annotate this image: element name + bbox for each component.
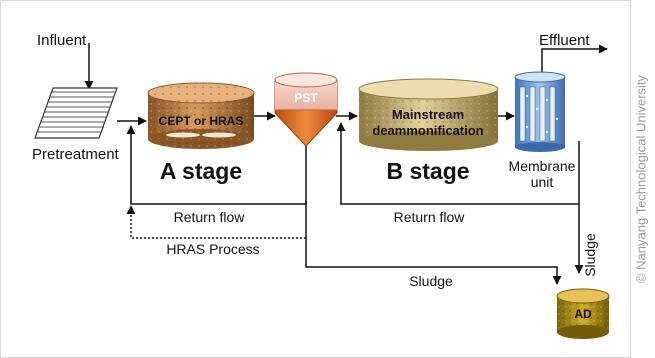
sludge-bottom-line — [305, 201, 562, 285]
pst-label: PST — [294, 91, 318, 105]
b-stage-label: B stage — [386, 158, 469, 184]
membrane-label-line1: Membrane — [509, 158, 576, 174]
pst-clarifier — [274, 72, 338, 147]
cept-hras-tank — [147, 82, 255, 149]
return-flow-a-label: Return flow — [174, 209, 246, 225]
sludge-side-label: Sludge — [582, 233, 598, 277]
hras-process-label: HRAS Process — [166, 241, 259, 257]
return-flow-b-line — [336, 122, 579, 205]
ad-label: AD — [574, 307, 592, 321]
cept-hras-label: CEPT or HRAS — [159, 114, 244, 128]
copyright-credit: © Nanyang Technological University — [633, 74, 649, 284]
return-flow-b-label: Return flow — [394, 209, 466, 225]
effluent-label: Effluent — [539, 32, 590, 49]
b-reactor-label-line1: Mainstream — [392, 107, 464, 122]
ad-digester — [556, 288, 610, 339]
return-flow-a-line — [126, 125, 307, 205]
influent-label: Influent — [37, 32, 87, 49]
sludge-bottom-label: Sludge — [409, 273, 453, 289]
membrane-label-line2: unit — [531, 174, 554, 190]
b-reactor-label-line2: deammonification — [372, 123, 483, 138]
deammonification-tank — [358, 78, 499, 151]
flow-lines — [84, 43, 608, 285]
hras-process-line — [126, 205, 306, 239]
membrane-unit — [514, 71, 566, 152]
a-stage-label: A stage — [160, 158, 242, 184]
diagram-frame: Influent Effluent Pretreatment CEPT or H… — [0, 0, 631, 358]
effluent-arrow — [541, 44, 608, 73]
pretreatment-screen — [34, 87, 118, 139]
pretreatment-label: Pretreatment — [32, 146, 120, 163]
process-flow-diagram: Influent Effluent Pretreatment CEPT or H… — [32, 32, 610, 339]
